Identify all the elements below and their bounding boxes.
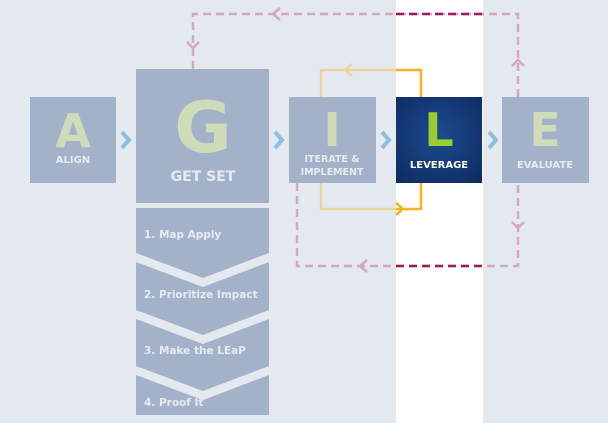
step-letter: I	[323, 103, 340, 157]
arrow-left-icon	[343, 63, 353, 77]
arrow-right-icon	[395, 202, 405, 216]
step-letter: L	[424, 103, 453, 157]
step-iterate-implement[interactable]: I ITERATE & IMPLEMENT	[289, 97, 376, 183]
substep-3[interactable]	[136, 319, 269, 391]
arrow-up-icon	[511, 58, 525, 67]
leverage-loop	[319, 63, 423, 216]
substep-label: 1. Map Apply	[144, 229, 221, 241]
substep-label: 4. Proof It	[144, 397, 203, 409]
chevron-right-icon	[487, 130, 499, 150]
substep-2[interactable]	[136, 262, 269, 335]
step-leverage[interactable]: L LEVERAGE	[396, 97, 482, 183]
chevron-right-icon	[380, 130, 392, 150]
step-letter: A	[55, 104, 91, 158]
highlight-column	[396, 0, 483, 423]
outer-feedback-loop	[191, 12, 520, 97]
step-evaluate[interactable]: E EVALUATE	[502, 97, 589, 183]
arrow-down-icon	[186, 41, 200, 50]
arrow-left-icon	[271, 7, 281, 21]
substep-label: 2. Prioritize Impact	[144, 289, 258, 301]
arrow-left-icon	[358, 259, 368, 273]
step-label: LEVERAGE	[410, 160, 468, 171]
chevron-right-icon	[120, 130, 132, 150]
arrow-down-icon	[511, 221, 525, 230]
step-letter: E	[529, 103, 560, 157]
get-set-substeps	[136, 208, 269, 415]
chevron-right-icon	[273, 130, 285, 150]
step-get-set[interactable]: G GET SET	[136, 69, 269, 203]
step-label: IMPLEMENT	[301, 167, 364, 178]
substep-label: 3. Make the LEaP	[144, 345, 246, 357]
step-label: EVALUATE	[517, 160, 573, 171]
inner-feedback-loop	[295, 183, 520, 268]
step-label: GET SET	[171, 169, 236, 185]
substep-4[interactable]	[136, 375, 269, 415]
step-letter: G	[174, 87, 231, 169]
step-align[interactable]: A ALIGN	[30, 97, 116, 183]
step-label: ITERATE &	[305, 154, 360, 165]
substep-1[interactable]	[136, 208, 269, 278]
step-label: ALIGN	[56, 155, 90, 166]
